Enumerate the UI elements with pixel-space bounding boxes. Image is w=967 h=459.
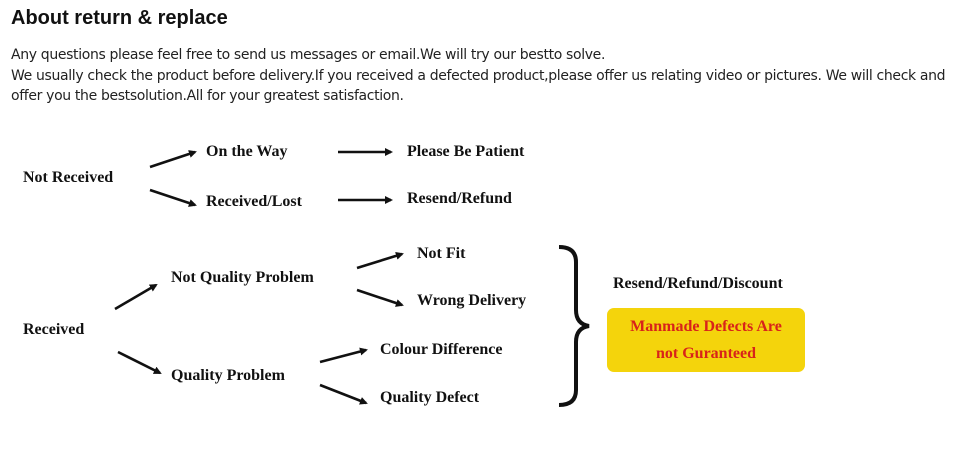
intro-text: Any questions please feel free to send u… — [11, 45, 961, 107]
intro-line: offer you the bestsolution.All for your … — [11, 88, 404, 104]
node-quality-defect: Quality Defect — [380, 389, 480, 406]
arrow-icon — [149, 188, 197, 207]
node-outcome: Resend/Refund/Discount — [613, 275, 783, 292]
node-not-fit: Not Fit — [417, 245, 466, 262]
arrow-icon — [356, 288, 404, 307]
page-title: About return & replace — [11, 7, 228, 29]
node-quality-problem: Quality Problem — [171, 367, 285, 384]
notice-box: Manmade Defects Are not Guranteed — [607, 308, 805, 372]
notice-line: Manmade Defects Are — [630, 318, 782, 335]
node-colour-difference: Colour Difference — [380, 341, 503, 358]
node-wrong-delivery: Wrong Delivery — [417, 292, 527, 309]
arrow-icon — [356, 251, 404, 270]
node-received-lost: Received/Lost — [206, 193, 302, 210]
notice-line: not Guranteed — [656, 345, 756, 362]
arrow-icon — [149, 150, 197, 169]
intro-line: Any questions please feel free to send u… — [11, 47, 606, 63]
brace-icon — [558, 245, 590, 407]
node-not-quality-problem: Not Quality Problem — [171, 269, 314, 286]
arrow-icon — [319, 383, 368, 405]
arrow-icon — [114, 283, 158, 311]
node-on-the-way: On the Way — [206, 143, 288, 160]
node-received: Received — [23, 321, 85, 338]
node-not-received: Not Received — [23, 169, 114, 186]
node-resend-refund: Resend/Refund — [407, 190, 512, 207]
node-please-be-patient: Please Be Patient — [407, 143, 525, 160]
arrow-icon — [319, 347, 368, 364]
arrow-icon — [117, 350, 162, 375]
intro-line: We usually check the product before deli… — [11, 67, 946, 84]
